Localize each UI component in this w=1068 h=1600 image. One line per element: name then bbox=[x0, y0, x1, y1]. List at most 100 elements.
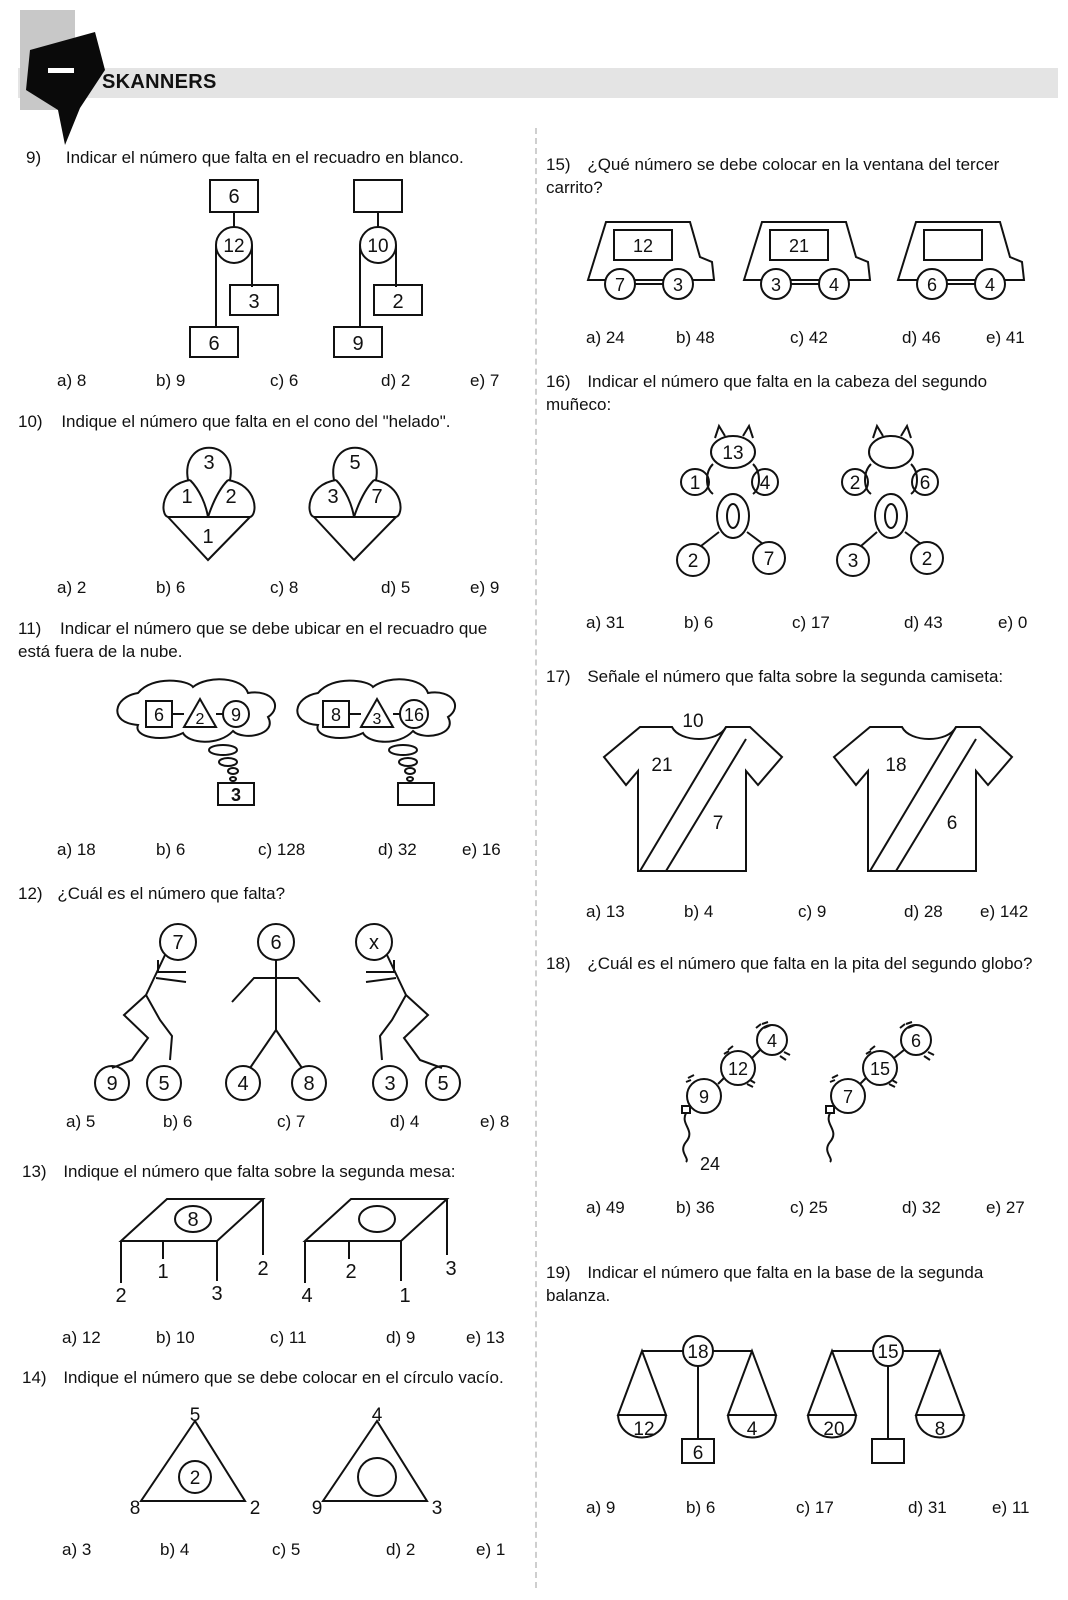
option-d[interactable]: d) 43 bbox=[904, 613, 943, 632]
q10-b-top: 5 bbox=[349, 452, 360, 474]
question-text: Indicar el número que se debe ubicar en … bbox=[18, 619, 488, 661]
option-c[interactable]: c) 7 bbox=[277, 1112, 306, 1131]
option-a[interactable]: a) 49 bbox=[586, 1198, 625, 1217]
option-d[interactable]: d) 46 bbox=[902, 328, 941, 347]
question-12: 12) ¿Cuál es el número que falta? bbox=[18, 882, 285, 905]
option-e[interactable]: e) 9 bbox=[470, 578, 500, 597]
q15-car2-window: 21 bbox=[789, 236, 809, 256]
option-e[interactable]: e) 142 bbox=[980, 902, 1029, 921]
question-number: 17) bbox=[546, 667, 571, 686]
option-b[interactable]: b) 6 bbox=[163, 1112, 193, 1131]
question-text: Indicar el número que falta en la base d… bbox=[546, 1263, 984, 1305]
option-c[interactable]: c) 17 bbox=[792, 613, 830, 632]
option-c[interactable]: c) 128 bbox=[258, 840, 306, 859]
option-a[interactable]: a) 3 bbox=[62, 1540, 92, 1559]
option-a[interactable]: a) 8 bbox=[57, 371, 87, 390]
option-e[interactable]: e) 27 bbox=[986, 1198, 1025, 1217]
question-17: 17) Señale el número que falta sobre la … bbox=[546, 665, 1003, 688]
q16-a-hand-left: 1 bbox=[690, 473, 701, 494]
q18-b-ball1: 6 bbox=[911, 1031, 921, 1051]
option-b[interactable]: b) 6 bbox=[156, 840, 186, 859]
q19-b-right: 8 bbox=[935, 1419, 946, 1440]
q11-a-circle: 9 bbox=[231, 705, 241, 725]
question-text: ¿Cuál es el número que falta? bbox=[57, 884, 286, 903]
option-e[interactable]: e) 11 bbox=[992, 1498, 1030, 1517]
option-b[interactable]: b) 6 bbox=[156, 578, 186, 597]
q15-car1-wheel1: 7 bbox=[615, 275, 625, 295]
q12-a-right-foot: 5 bbox=[158, 1073, 169, 1095]
option-e[interactable]: e) 41 bbox=[986, 328, 1025, 347]
column-divider bbox=[535, 128, 537, 1588]
q18-figure: 4 12 9 24 6 15 7 bbox=[681, 1021, 935, 1174]
option-b[interactable]: b) 9 bbox=[156, 371, 186, 390]
option-c[interactable]: c) 8 bbox=[270, 578, 299, 597]
question-10: 10) Indique el número que falta en el co… bbox=[18, 410, 451, 433]
q10-figure: 3 1 2 1 5 3 7 bbox=[162, 446, 402, 562]
option-a[interactable]: a) 12 bbox=[62, 1328, 101, 1347]
option-b[interactable]: b) 36 bbox=[676, 1198, 715, 1217]
option-b[interactable]: b) 6 bbox=[686, 1498, 716, 1517]
q13-a-top: 8 bbox=[187, 1209, 198, 1231]
q16-figure: 13 1 4 2 7 2 6 3 2 bbox=[676, 423, 944, 577]
option-d[interactable]: d) 2 bbox=[381, 371, 411, 390]
option-d[interactable]: d) 2 bbox=[386, 1540, 416, 1559]
q17-figure: 10 21 7 18 6 bbox=[602, 711, 1014, 872]
option-e[interactable]: e) 16 bbox=[462, 840, 501, 859]
option-d[interactable]: d) 4 bbox=[390, 1112, 420, 1131]
header-band bbox=[18, 68, 1058, 98]
option-c[interactable]: c) 9 bbox=[798, 902, 827, 921]
option-a[interactable]: a) 18 bbox=[57, 840, 96, 859]
option-c[interactable]: c) 5 bbox=[272, 1540, 301, 1559]
option-c[interactable]: c) 25 bbox=[790, 1198, 828, 1217]
q10-a-right: 2 bbox=[225, 486, 236, 508]
option-d[interactable]: d) 32 bbox=[378, 840, 417, 859]
q18-a-ball1: 4 bbox=[767, 1031, 777, 1051]
option-d[interactable]: d) 28 bbox=[904, 902, 943, 921]
q16-a-hand-right: 4 bbox=[760, 473, 771, 494]
q19-a-top: 18 bbox=[687, 1342, 708, 1363]
question-13: 13) Indique el número que falta sobre la… bbox=[22, 1160, 456, 1183]
option-e[interactable]: e) 7 bbox=[470, 371, 500, 390]
option-a[interactable]: a) 13 bbox=[586, 902, 625, 921]
q13-a-leg3: 3 bbox=[211, 1283, 222, 1305]
q14-a-left: 8 bbox=[130, 1498, 141, 1519]
q10-b-right: 7 bbox=[371, 486, 382, 508]
option-d[interactable]: d) 5 bbox=[381, 578, 411, 597]
option-b[interactable]: b) 10 bbox=[156, 1328, 195, 1347]
q14-a-right: 2 bbox=[250, 1498, 261, 1519]
option-b[interactable]: b) 48 bbox=[676, 328, 715, 347]
option-c[interactable]: c) 42 bbox=[790, 328, 828, 347]
option-a[interactable]: a) 9 bbox=[586, 1498, 616, 1517]
option-a[interactable]: a) 31 bbox=[586, 613, 625, 632]
option-a[interactable]: a) 2 bbox=[57, 578, 87, 597]
option-c[interactable]: c) 17 bbox=[796, 1498, 834, 1517]
option-e[interactable]: e) 1 bbox=[476, 1540, 506, 1559]
q9-a-right: 3 bbox=[248, 291, 259, 313]
option-a[interactable]: a) 5 bbox=[66, 1112, 96, 1131]
q11-figure: 6 2 9 3 8 3 16 bbox=[116, 678, 456, 806]
option-c[interactable]: c) 11 bbox=[270, 1328, 307, 1347]
option-d[interactable]: d) 32 bbox=[902, 1198, 941, 1217]
q18-a-ball2: 12 bbox=[728, 1059, 748, 1079]
question-text: Indicar el número que falta en la cabeza… bbox=[546, 372, 988, 414]
q11-b-square: 8 bbox=[331, 705, 341, 725]
option-e[interactable]: e) 13 bbox=[466, 1328, 505, 1347]
q9-a-circle: 12 bbox=[223, 236, 244, 257]
q11-b-triangle: 3 bbox=[373, 711, 382, 728]
q12-b-left-foot: 4 bbox=[237, 1073, 248, 1095]
option-a[interactable]: a) 24 bbox=[586, 328, 625, 347]
q12-figure: 7 9 5 6 4 8 x 3 5 bbox=[94, 923, 461, 1101]
option-e[interactable]: e) 0 bbox=[998, 613, 1028, 632]
q17-a-right: 7 bbox=[713, 813, 724, 834]
option-d[interactable]: d) 9 bbox=[386, 1328, 416, 1347]
option-e[interactable]: e) 8 bbox=[480, 1112, 510, 1131]
question-number: 13) bbox=[22, 1162, 47, 1181]
option-d[interactable]: d) 31 bbox=[908, 1498, 947, 1517]
option-b[interactable]: b) 4 bbox=[684, 902, 714, 921]
option-b[interactable]: b) 4 bbox=[160, 1540, 190, 1559]
q13-a-leg2: 1 bbox=[157, 1261, 168, 1283]
option-b[interactable]: b) 6 bbox=[684, 613, 714, 632]
q9-b-right: 2 bbox=[392, 291, 403, 313]
option-c[interactable]: c) 6 bbox=[270, 371, 299, 390]
q14-b-left: 9 bbox=[312, 1498, 323, 1519]
